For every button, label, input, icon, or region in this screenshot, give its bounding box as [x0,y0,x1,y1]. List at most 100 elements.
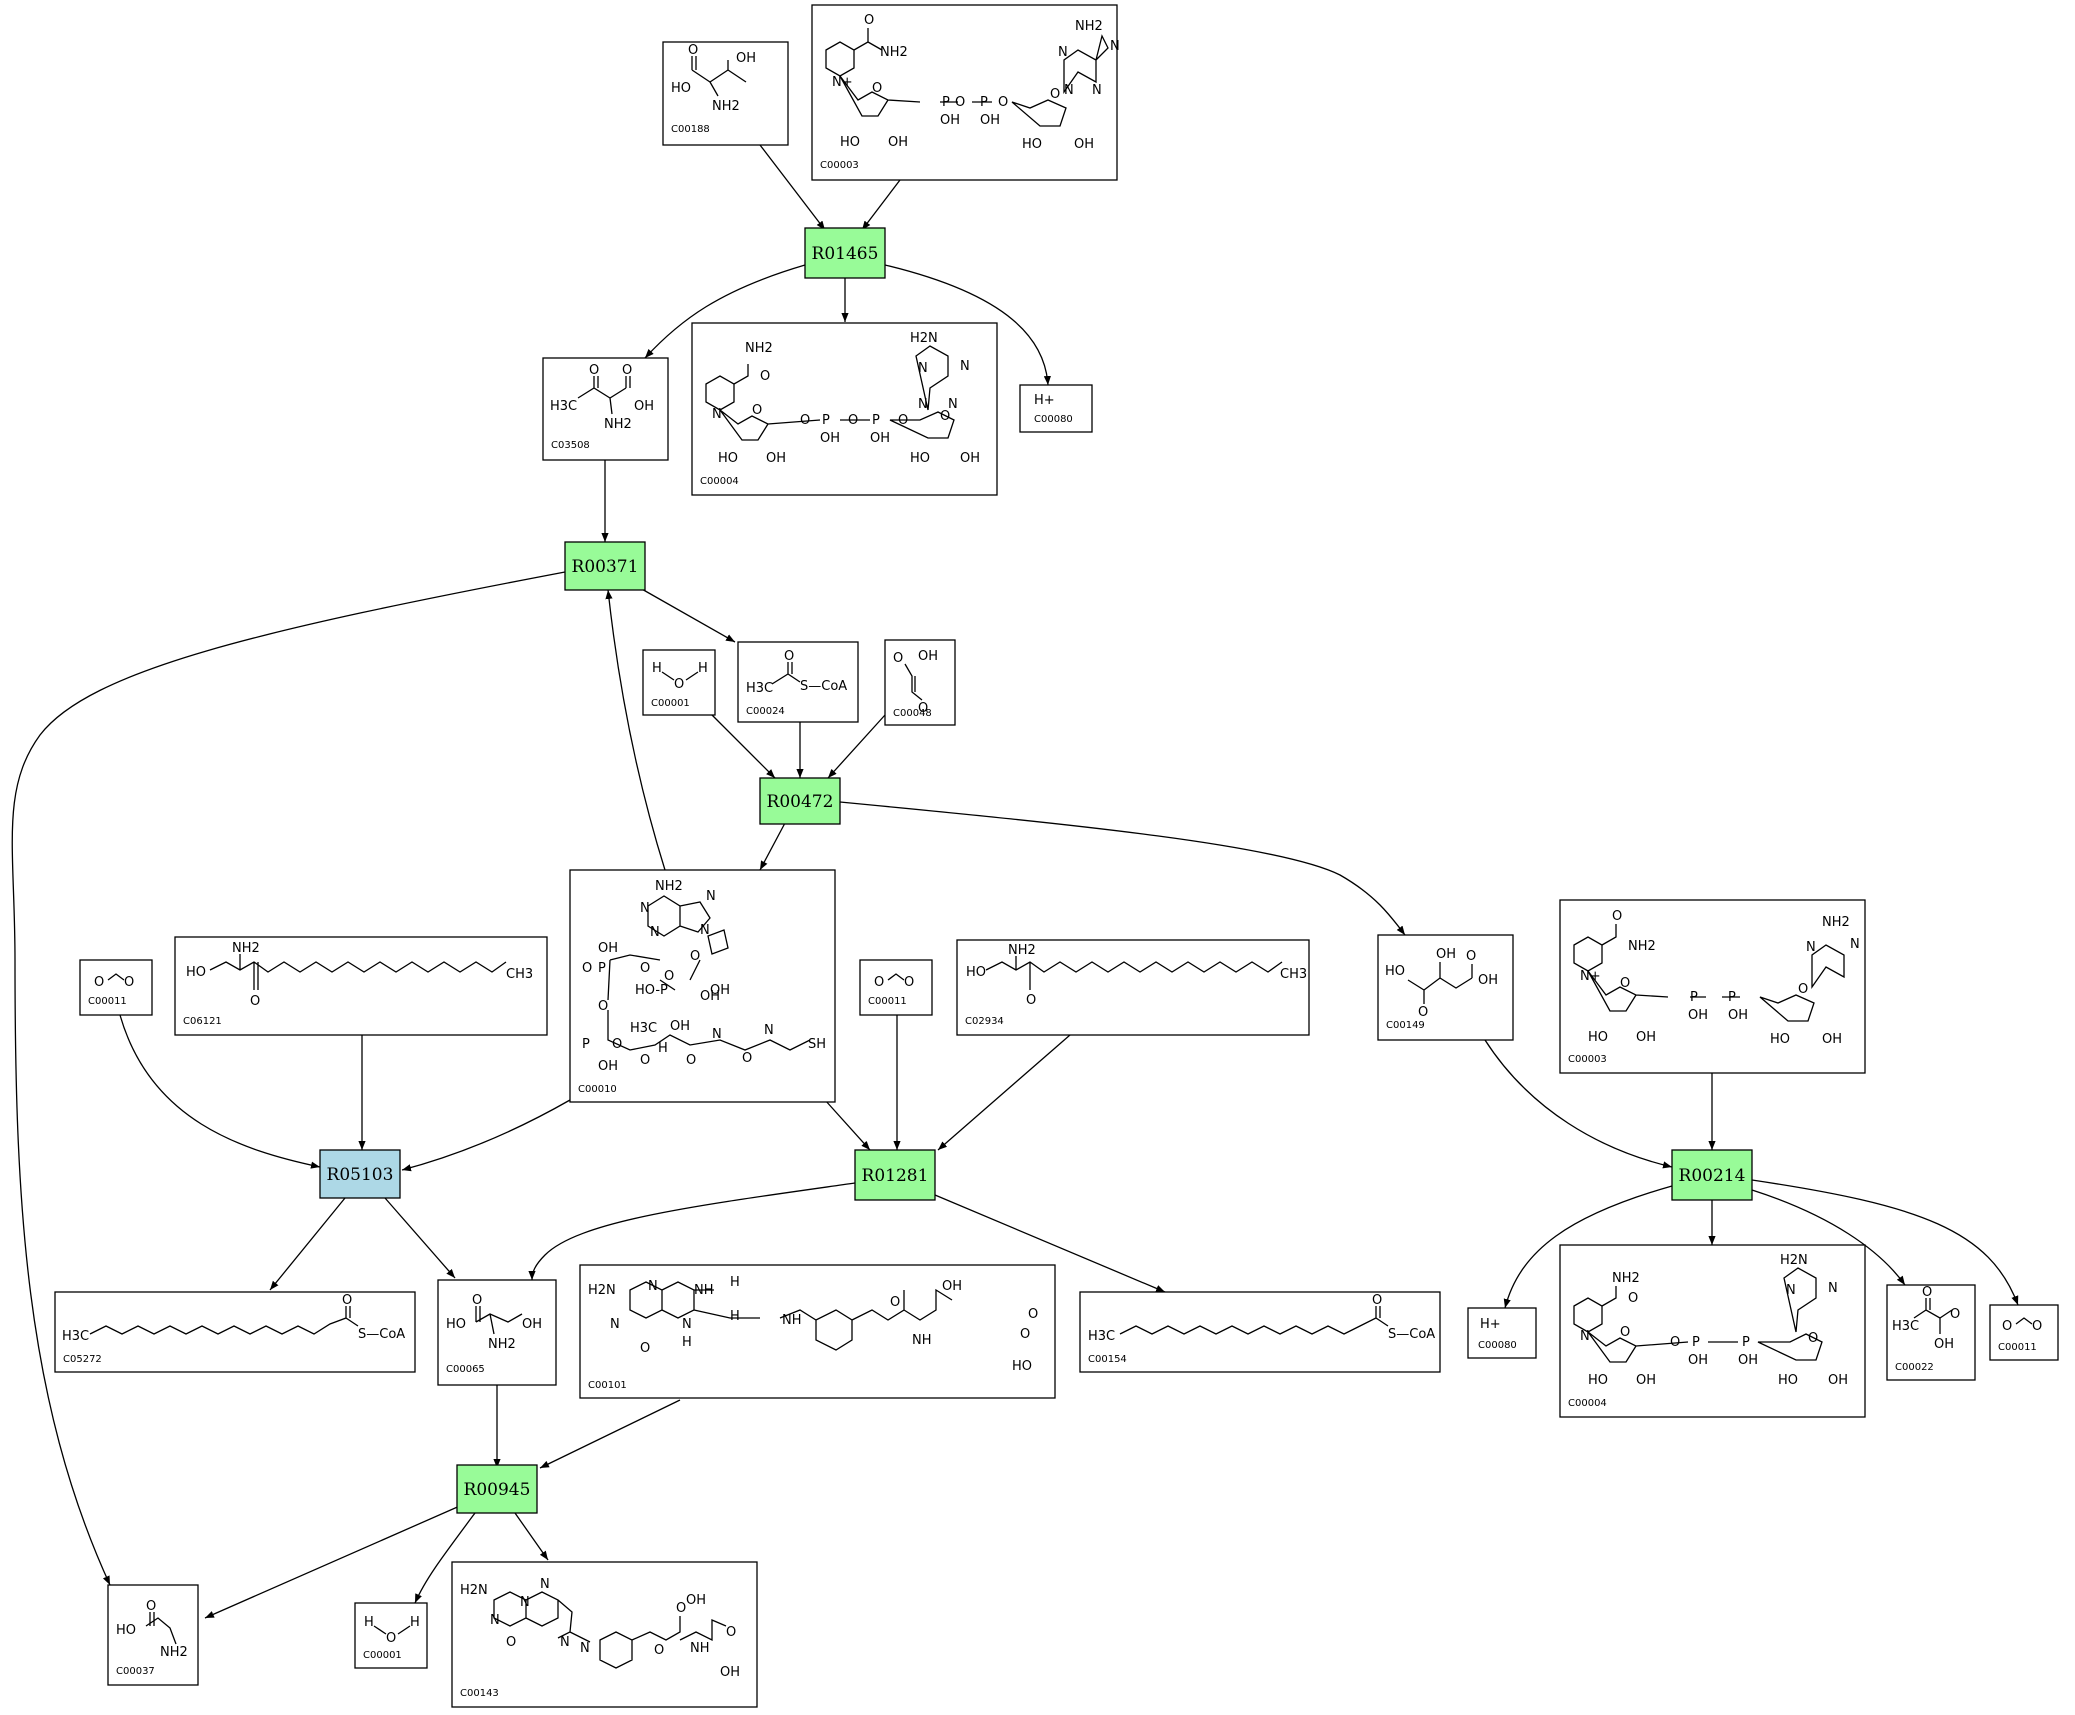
svg-text:N: N [1064,83,1074,98]
compound-C00080-right[interactable]: H+ C00080 [1467,1307,1537,1359]
compound-box[interactable] [1989,1304,2059,1361]
compound-C02934[interactable]: NH2 HO O CH3 C02934 [956,939,1310,1036]
compound-C00003[interactable]: O NH2 N+ O P O P O OH OH HO OH NH2 N N N… [811,4,1120,181]
svg-text:OH: OH [1688,1353,1708,1368]
compound-box[interactable] [956,939,1310,1036]
compound-C05272[interactable]: H3C O S—CoA C05272 [54,1291,416,1373]
compound-box[interactable] [1019,384,1093,433]
reaction-box[interactable] [564,541,646,591]
compound-box[interactable] [1377,934,1514,1041]
compound-C00011-right[interactable]: O O C00011 [1989,1304,2059,1361]
compound-C03508[interactable]: O O H3C OH NH2 C03508 [542,357,669,461]
svg-text:O: O [589,363,599,378]
reaction-label: R00945 [464,1480,531,1500]
svg-text:O: O [654,1643,664,1658]
compound-C00010[interactable]: NH2 N N N N OH O P O O HO-P O OH OH O P … [569,869,836,1103]
compound-C00188[interactable]: O OH HO NH2 C00188 [662,41,789,146]
svg-text:P: P [582,1037,590,1052]
reaction-box[interactable] [804,227,886,279]
compound-box[interactable] [1559,1244,1866,1418]
compound-C00065[interactable]: O HO OH NH2 C00065 [437,1279,557,1386]
compound-box[interactable] [884,639,956,726]
reaction-box[interactable] [854,1149,936,1201]
reaction-box[interactable] [319,1149,401,1199]
compound-C00154[interactable]: H3C O S—CoA C00154 [1079,1291,1441,1373]
svg-text:N+: N+ [1580,969,1601,984]
edge-R00472-C00149 [839,801,1406,936]
edges [11,144,2019,1619]
reaction-R00371[interactable]: R00371 [564,541,646,591]
reaction-R00214[interactable]: R00214 [1671,1149,1753,1201]
compound-C00143[interactable]: H2N N N N N O N O OH O NH O OH C00143 [451,1561,758,1708]
compound-box[interactable] [569,869,836,1103]
svg-text:H: H [730,1275,740,1290]
svg-text:O: O [1418,1005,1428,1020]
structure-drawing: O O [874,973,914,990]
compound-C00001[interactable]: H O H C00001 [642,649,716,716]
reaction-R00472[interactable]: R00472 [759,777,841,825]
compound-C00080[interactable]: H+ C00080 [1019,384,1093,433]
edge-R01281-C00065 [528,1182,856,1281]
compound-box[interactable] [437,1279,557,1386]
compound-C00101[interactable]: H2N N NH H H N O N H NH O OH O NH O HO C… [579,1264,1056,1399]
compound-box[interactable] [107,1584,199,1686]
compound-C00011[interactable]: O O C00011 [79,959,153,1016]
reaction-box[interactable] [456,1464,538,1514]
svg-text:O: O [893,651,903,666]
svg-text:CH3: CH3 [506,967,533,982]
compound-C06121[interactable]: NH2 HO O CH3 C06121 [174,936,548,1036]
svg-text:O: O [800,413,810,428]
compound-box[interactable] [691,322,998,496]
svg-text:O: O [640,1053,650,1068]
compound-C00048[interactable]: O OH O C00048 [884,639,956,726]
reaction-R01465[interactable]: R01465 [804,227,886,279]
compound-C00011-middle[interactable]: O O C00011 [859,959,933,1016]
compound-C00037[interactable]: O HO NH2 C00037 [107,1584,199,1686]
compound-box[interactable] [811,4,1118,181]
structure-drawing: H+ [1034,393,1055,408]
compound-box[interactable] [174,936,548,1036]
compound-box[interactable] [542,357,669,461]
reaction-R01281[interactable]: R01281 [854,1149,936,1201]
compound-box[interactable] [859,959,933,1016]
reaction-R05103[interactable]: R05103 [319,1149,401,1199]
compound-C00004-right[interactable]: NH2 O N O O P P OH OH HO OH H2N N N O HO… [1559,1244,1866,1418]
compound-box[interactable] [662,41,789,146]
compound-box[interactable] [579,1264,1056,1399]
compound-C00149[interactable]: OH O HO O OH C00149 [1377,934,1514,1041]
compound-C00001-bottom[interactable]: H O H C00001 [354,1602,428,1669]
compound-box[interactable] [1467,1307,1537,1359]
compound-box[interactable] [1079,1291,1441,1373]
compound-C00022[interactable]: O H3C O OH C00022 [1886,1284,1976,1381]
structure-drawing: H O H [364,1615,420,1646]
compound-box[interactable] [451,1561,758,1708]
svg-text:O: O [1950,1307,1960,1322]
edge-R01281-C00154 [934,1194,1166,1293]
svg-text:HO: HO [910,451,930,466]
svg-text:N: N [640,901,650,916]
compound-box[interactable] [1559,899,1866,1074]
svg-text:N: N [540,1577,550,1592]
compound-C00003-right[interactable]: O NH2 N+ O P P OH OH HO OH NH2 N N O HO … [1559,899,1866,1074]
svg-text:OH: OH [1728,1008,1748,1023]
reaction-box[interactable] [1671,1149,1753,1201]
compound-C00024[interactable]: O H3C S—CoA C00024 [737,641,859,723]
compound-box[interactable] [54,1291,416,1373]
compound-box[interactable] [1886,1284,1976,1381]
compound-box[interactable] [737,641,859,723]
compound-box[interactable] [354,1602,428,1669]
compound-box[interactable] [642,649,716,716]
svg-text:HO: HO [671,81,691,96]
structure-drawing: O OH HO NH2 [671,43,756,114]
reaction-box[interactable] [759,777,841,825]
edge-C00010-R01281 [824,1099,871,1151]
svg-text:NH2: NH2 [1612,1271,1640,1286]
compound-C00004[interactable]: NH2 O N O O P O P O OH OH HO OH H2N N N … [691,322,998,496]
reaction-R00945[interactable]: R00945 [456,1464,538,1514]
svg-text:N: N [712,1027,722,1042]
edge-R00214-C00080b [1503,1185,1673,1309]
svg-text:H3C: H3C [1892,1319,1919,1334]
compound-box[interactable] [79,959,153,1016]
svg-text:H: H [658,1041,668,1056]
svg-text:H2N: H2N [1780,1253,1808,1268]
